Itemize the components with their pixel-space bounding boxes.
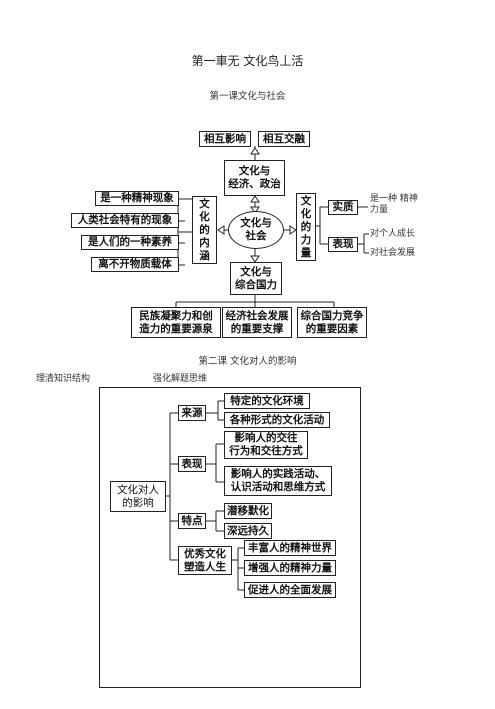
bottom-box-1: 民族凝聚力和创 造力的重要源泉 [131, 307, 221, 338]
feature-item-1: 潜移默化 [224, 503, 272, 519]
culture-politics-box: 文化与 经济、政治 [224, 160, 285, 196]
manifest2-item-2: 影响人的实践活动、 认识活动和思维方式 [224, 466, 332, 496]
mutual-influence-box: 相互影响 [199, 131, 251, 147]
culture-content-label: 文 化 的 内 涵 [192, 196, 217, 264]
page-title: 第一車无 文化鸟丄活 [191, 54, 304, 68]
essence-text: 是一种 精神 力量 [370, 194, 418, 215]
content-item-2: 人类社会特有的现象 [71, 213, 179, 228]
excellent-item-2: 增强人的精神力量 [244, 560, 336, 576]
manifest-item-2: 对社会发展 [370, 248, 416, 258]
lesson1-title: 第一课文化与社会 [209, 91, 286, 102]
content-item-3: 是人们的一种素养 [81, 235, 179, 250]
left-note: 理清知识结构 [36, 374, 91, 384]
branch-excellent-culture: 优秀文化 塑造人生 [178, 546, 232, 575]
lesson2-frame [99, 387, 361, 688]
excellent-item-1: 丰富人的精神世界 [244, 540, 336, 556]
culture-society-center: 文化与 社会 [228, 211, 284, 249]
content-item-4: 离不开物质载体 [91, 257, 179, 272]
bottom-box-3: 综合国力竞争 的重要因素 [297, 307, 367, 338]
branch-source: 来源 [178, 405, 206, 421]
manifest2-item-1: 影响人的交往 行为和交往方式 [224, 431, 308, 459]
manifest-item-1: 对个人成长 [370, 229, 416, 239]
culture-national-power-box: 文化与 综合国力 [230, 262, 282, 295]
branch-manifest: 表现 [178, 456, 206, 472]
lesson2-title: 第二课 文化对人的影响 [198, 356, 297, 367]
mutual-blend-box: 相互交融 [258, 131, 310, 147]
source-item-2: 各种形式的文化活动 [224, 412, 330, 428]
feature-item-2: 深远持久 [224, 523, 272, 539]
culture-power-label: 文 化 的 力 量 [296, 193, 316, 261]
essence-box: 实质 [328, 200, 358, 215]
right-note: 强化解题思维 [153, 374, 208, 384]
manifest-box: 表现 [328, 237, 358, 252]
root-box: 文化对人 的影响 [110, 481, 166, 512]
source-item-1: 特定的文化环境 [224, 393, 310, 409]
bottom-box-2: 经济社会发展 的重要支撑 [222, 307, 292, 338]
content-item-1: 是一种精神现象 [95, 191, 179, 206]
excellent-item-3: 促进人的全面发展 [244, 582, 336, 598]
branch-feature: 特点 [178, 513, 206, 529]
